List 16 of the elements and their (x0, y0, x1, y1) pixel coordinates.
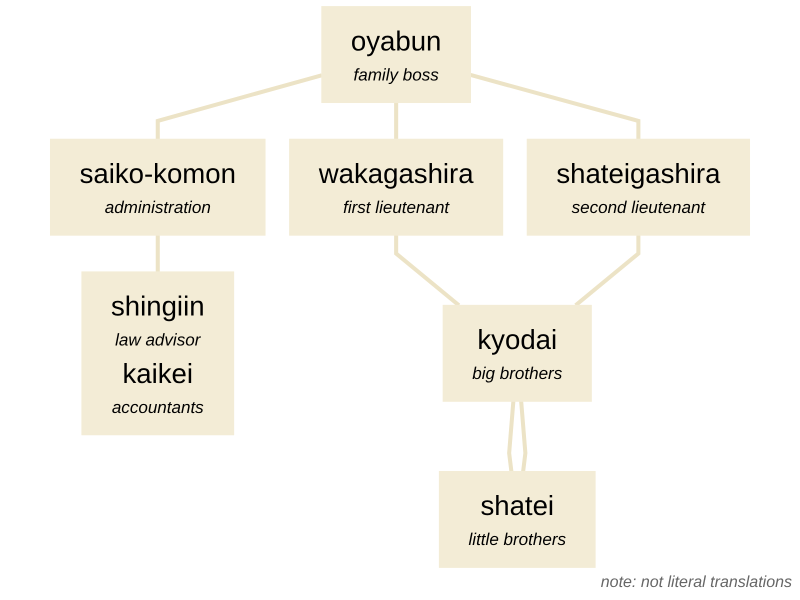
connector (519, 401, 528, 472)
node-box: shingiin law advisor kaikei accountants (81, 271, 234, 436)
connector (507, 401, 516, 472)
node-box: shateigashira second lieutenant (526, 138, 750, 236)
note-text: note: not literal translations (600, 574, 792, 592)
node-box: saiko-komon administration (50, 138, 266, 236)
connector (574, 235, 640, 307)
connector (394, 102, 398, 140)
node-box: wakagashira first lieutenant (289, 138, 504, 236)
connector (470, 72, 640, 140)
node-box: oyabun family boss (321, 6, 471, 104)
connector (156, 73, 322, 140)
connector (156, 235, 160, 272)
connector (394, 235, 460, 307)
node-box: shatei little brothers (438, 470, 596, 568)
node-box: kyodai big brothers (442, 304, 592, 402)
